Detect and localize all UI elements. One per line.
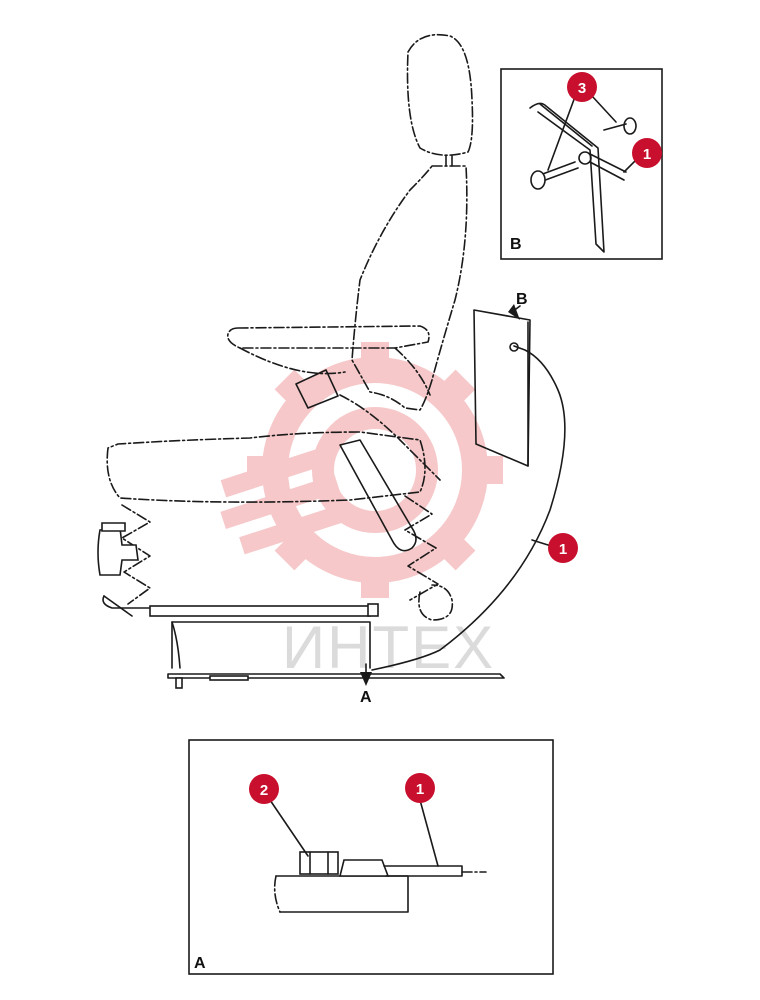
arrow-label-b: B xyxy=(516,291,528,308)
detail-a-label: A xyxy=(194,955,206,972)
seat-drawing xyxy=(97,33,566,689)
callout-main-hose: 1 xyxy=(548,533,578,563)
callout-b-clip: 3 xyxy=(567,72,597,102)
callout-a-hose-number: 1 xyxy=(416,781,424,798)
watermark-text: ИНТЕХ xyxy=(282,614,495,681)
arrow-label-a: A xyxy=(360,689,372,706)
callout-main-hose-number: 1 xyxy=(559,541,567,558)
callout-b-clip-number: 3 xyxy=(578,80,586,97)
detail-a-box xyxy=(188,739,554,975)
callout-b-hose-number: 1 xyxy=(643,146,651,163)
callout-main-leader xyxy=(531,539,549,546)
detail-b-label: B xyxy=(510,236,522,253)
watermark-logo: ИНТЕХ xyxy=(220,342,503,681)
callout-b-hose: 1 xyxy=(632,138,662,168)
callout-a-hose: 1 xyxy=(405,773,435,803)
callout-a-nut: 2 xyxy=(249,774,279,804)
callout-a-nut-number: 2 xyxy=(260,782,268,799)
